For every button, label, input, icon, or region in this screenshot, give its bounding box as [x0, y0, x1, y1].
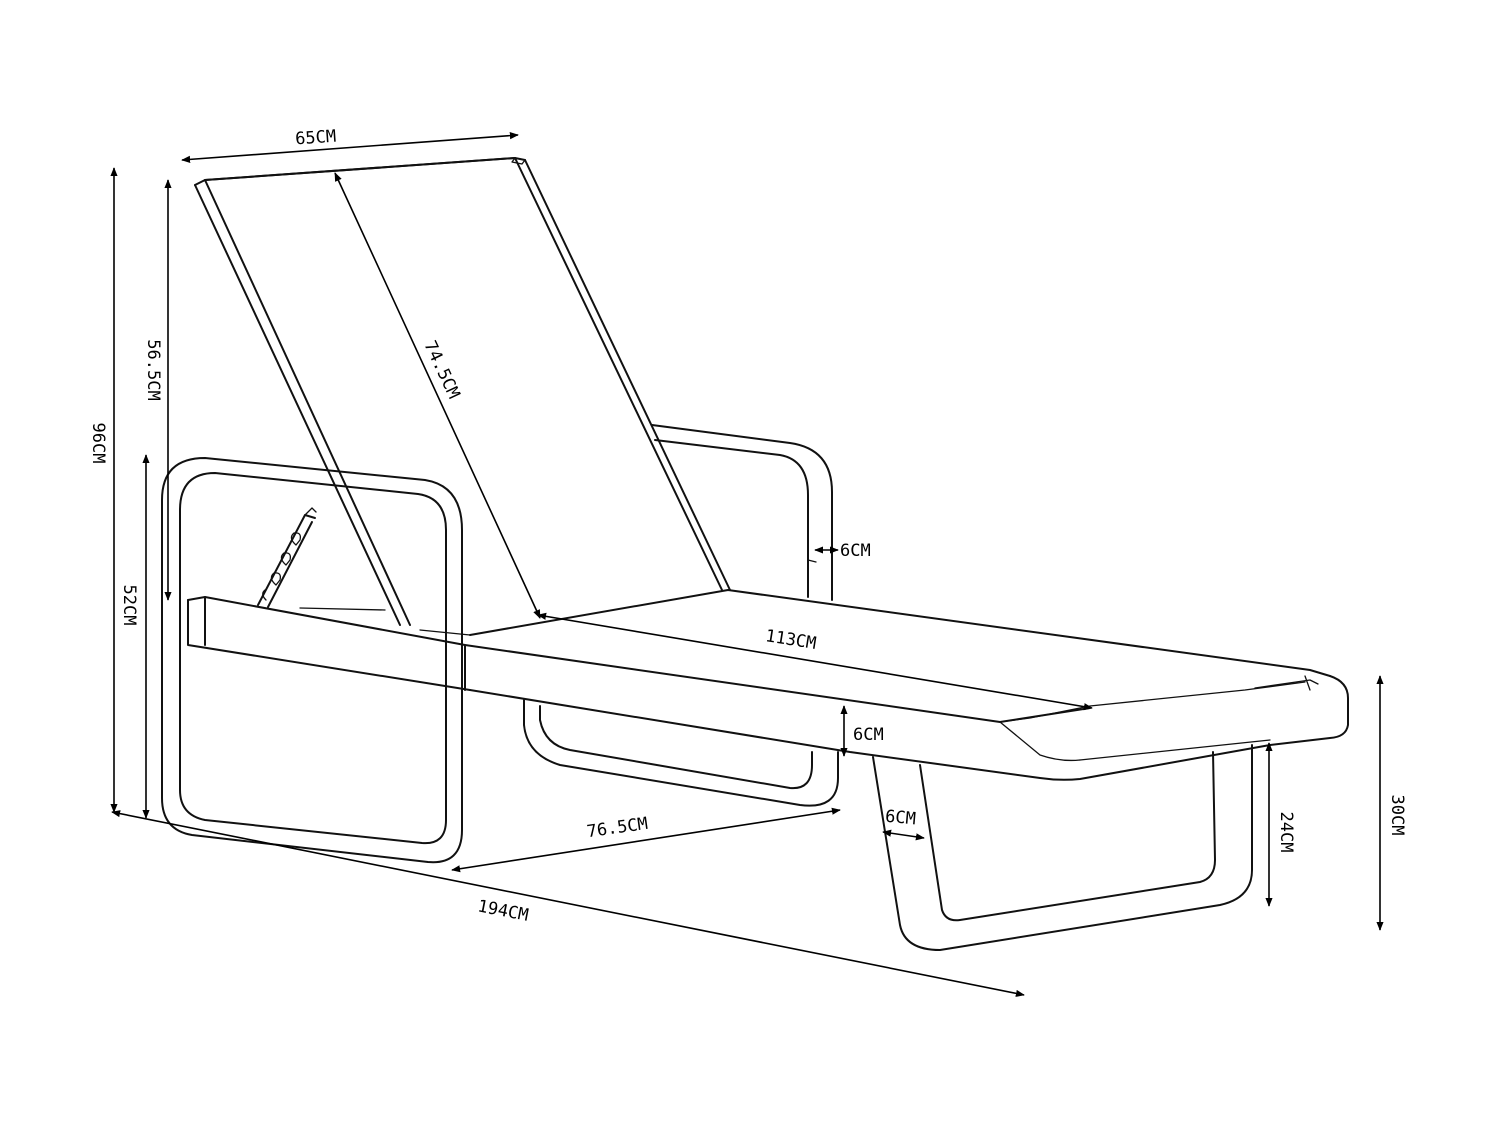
dimension-backrest-height: 56.5CM: [143, 179, 172, 601]
front-leg: [872, 744, 1253, 951]
label-armrest-depth: 6CM: [840, 541, 871, 561]
label-total-height: 96CM: [88, 423, 108, 464]
label-foot-height: 30CM: [1387, 795, 1407, 836]
label-total-length: 194CM: [476, 896, 530, 925]
dimension-armrest-height: 52CM: [119, 454, 150, 819]
dimension-armrest-depth: 6CM: [814, 541, 871, 561]
dimension-leg-thickness: 6CM: [882, 807, 925, 841]
seat-frame: [187, 589, 1349, 781]
sun-lounger-drawing: [161, 157, 1349, 951]
label-backrest-width: 65CM: [295, 127, 337, 150]
dimension-seat-frame-thickness: 6CM: [840, 705, 884, 757]
backrest-ratchet: [257, 507, 386, 611]
label-seat-length: 113CM: [764, 626, 818, 654]
label-backrest-height: 56.5CM: [143, 339, 163, 400]
label-leg-clearance: 24CM: [1276, 812, 1296, 853]
near-armrest: [161, 457, 463, 864]
dimension-foot-height: 30CM: [1376, 675, 1407, 931]
middle-leg: [523, 699, 839, 807]
label-armrest-height: 52CM: [119, 585, 139, 626]
label-seat-width: 76.5CM: [586, 814, 650, 842]
label-leg-thickness: 6CM: [884, 807, 916, 830]
label-seat-frame-thickness: 6CM: [853, 725, 884, 745]
far-armrest: [651, 424, 833, 601]
backrest: [194, 157, 731, 626]
dimension-seat-length: 113CM: [537, 612, 1093, 711]
dimension-leg-clearance: 24CM: [1265, 742, 1296, 907]
dimension-backrest-width: 65CM: [181, 127, 519, 163]
dimension-seat-width: 76.5CM: [451, 807, 841, 873]
dimension-total-height: 96CM: [88, 167, 118, 813]
